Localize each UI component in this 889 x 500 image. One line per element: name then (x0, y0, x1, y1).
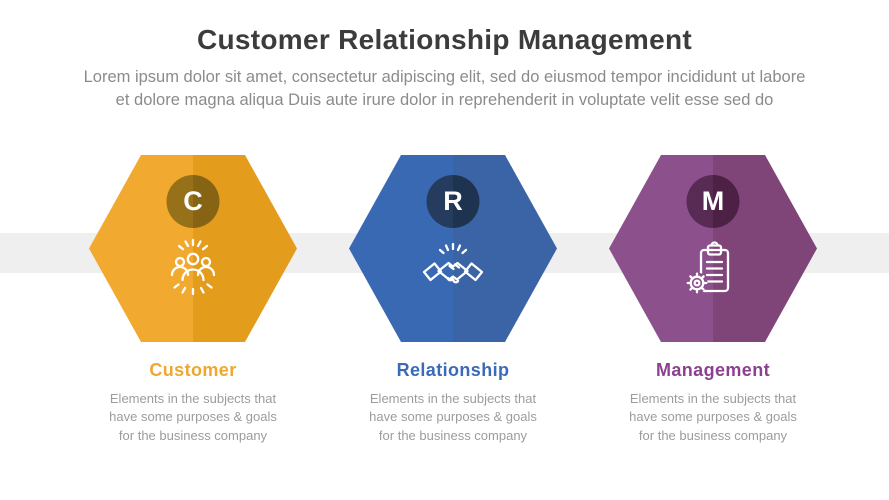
step-description-customer: Elements in the subjects that have some … (109, 391, 277, 443)
page-title: Customer Relationship Management (196, 24, 692, 55)
letter-badge: M (686, 175, 740, 228)
page-subtitle: Lorem ipsum dolor sit amet, consectetur … (83, 68, 806, 110)
step-title-customer: Customer (149, 360, 237, 380)
letter-badge: R (426, 175, 480, 228)
crm-step-customer: C Customer Elements in the subjects that… (63, 0, 323, 500)
step-title-management: Management (655, 360, 771, 380)
step-description-management: Elements in the subjects that have some … (629, 391, 797, 443)
people-group-icon (170, 238, 216, 296)
hexagon-shape-customer: C (89, 155, 297, 342)
crm-step-relationship: R Relationship Elements in the subjects … (323, 0, 583, 500)
badge-letter: M (701, 186, 725, 216)
step-title-relationship: Relationship (396, 360, 510, 380)
clipboard-gear-icon (686, 241, 730, 294)
letter-badge: C (166, 175, 220, 228)
badge-letter: R (443, 186, 463, 216)
crm-step-management: M Management Elements in the subjects th… (583, 0, 843, 500)
hexagon-shape-management: M (609, 155, 817, 342)
badge-letter: C (183, 186, 203, 216)
handshake-icon (422, 242, 484, 284)
hexagon-shape-relationship: R (349, 155, 557, 342)
step-description-relationship: Elements in the subjects that have some … (369, 391, 537, 443)
